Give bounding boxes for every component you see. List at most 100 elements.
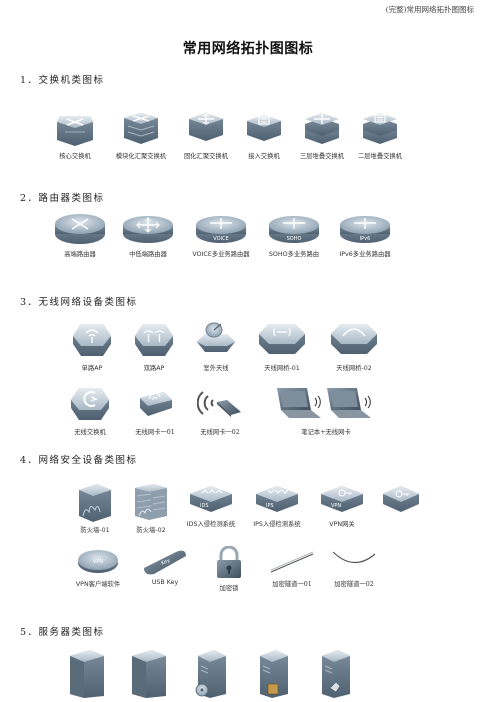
padlock-icon	[217, 546, 241, 578]
wireless-nic-01-icon	[140, 392, 172, 416]
caption: 模块化汇聚交换机	[115, 153, 167, 160]
encryption-device-icon	[383, 486, 419, 512]
ids-icon: IDS	[190, 486, 232, 512]
caption: 防火墙-02	[136, 527, 166, 534]
switch-icon-row: 核心交换机 模块化汇聚交换机 固化汇聚交换机 接入交换机	[46, 110, 406, 160]
caption: 加密隧道一01	[272, 581, 312, 588]
web-server-icon	[322, 650, 350, 698]
caption: 无线网卡一02	[200, 429, 240, 436]
caption: 天线网桥-02	[336, 365, 372, 372]
encrypted-tunnel-01: 加密隧道一01	[264, 546, 320, 592]
caption: 二层堆叠交换机	[357, 153, 403, 160]
vpn-gateway: VPN VPN网关	[312, 482, 372, 534]
vpn-client-badge: VPN	[93, 559, 103, 565]
document-title: 常用网络拓扑图图标	[182, 41, 314, 57]
caption: 加密锁	[219, 585, 239, 592]
section-heading-servers: 5．服务器类图标	[20, 627, 105, 638]
wireless-nic-02-icon	[197, 391, 241, 417]
caption: VOICE多业务路由器	[192, 251, 250, 258]
key-badge: Key	[160, 558, 171, 567]
antenna-bridge-01: 天线网桥-01	[250, 320, 314, 372]
caption: IPS入侵检测系统	[253, 521, 301, 528]
ids-badge: IDS	[200, 503, 209, 509]
caption: 室外天线	[203, 365, 229, 372]
voice-badge: VOICE	[213, 236, 228, 242]
rack-server-icon	[70, 650, 104, 698]
dual-ap-icon	[135, 324, 173, 356]
access-switch-icon	[247, 115, 281, 141]
caption: VPN客户端软件	[75, 581, 121, 588]
caption: 双路AP	[143, 365, 165, 372]
caption: USB Key	[151, 579, 179, 586]
outdoor-antenna-icon	[197, 322, 235, 352]
l2-stack-switch: 二层堆叠交换机	[354, 110, 406, 160]
caption: 中低端路由器	[129, 251, 167, 258]
usb-key-icon: Key	[144, 550, 186, 575]
encryption-device	[376, 482, 426, 534]
core-switch-icon	[57, 116, 93, 146]
vpn-gateway-icon: VPN	[321, 486, 363, 512]
fixed-switch-icon	[189, 113, 223, 141]
ids-system: IDS IDS入侵检测系统	[180, 482, 242, 534]
wireless-nic-02: 无线网卡一02	[192, 384, 248, 436]
voice-router-icon: VOICE	[196, 216, 246, 243]
ipv6-router-icon: IPv6	[340, 216, 390, 243]
security-row-2: VPN VPN客户端软件 Key USB Key 加密锁 加密隧道一01 加密隧…	[66, 546, 382, 592]
wireless-nic-01: 无线网卡一01	[126, 384, 184, 436]
caption: 核心交换机	[59, 153, 91, 160]
fixed-aggregation-switch: 固化汇聚交换机	[178, 110, 234, 160]
high-end-router-icon	[55, 214, 105, 244]
vpn-client-software: VPN VPN客户端软件	[66, 546, 130, 592]
caption: 无线网卡一01	[135, 429, 175, 436]
media-server-icon	[195, 650, 226, 698]
mid-low-end-router: 中低端路由器	[116, 212, 180, 258]
soho-router: SOHO SOHO多业务路由	[262, 212, 326, 258]
wireless-row-1: 单路AP 双路AP 室外天线 天线网桥-01	[66, 320, 386, 372]
l2-stack-switch-icon	[363, 113, 397, 144]
vpn-badge: VPN	[331, 503, 341, 509]
section-heading-security: 4．网络安全设备类图标	[20, 455, 138, 466]
core-switch: 核心交换机	[46, 110, 104, 160]
modular-aggregation-switch: 模块化汇聚交换机	[108, 110, 174, 160]
soho-badge: SOHO	[287, 236, 302, 242]
soho-router-icon: SOHO	[269, 216, 319, 243]
ips-system: IPS IPS入侵检测系统	[246, 482, 308, 534]
antenna-bridge-01-icon	[259, 324, 305, 354]
usb-key: Key USB Key	[136, 546, 194, 592]
firewall-02: 防火墙-02	[126, 482, 176, 534]
high-end-router: 高端路由器	[50, 212, 110, 258]
antenna-bridge-02: 天线网桥-02	[322, 320, 386, 372]
caption: 天线网桥-01	[264, 365, 300, 372]
mid-low-router-icon	[123, 216, 173, 243]
dual-ap: 双路AP	[126, 320, 182, 372]
router-icon-row: 高端路由器 中低端路由器 VOICE VOICE多业务路由器 SOHO S	[50, 212, 398, 258]
vpn-client-icon: VPN	[78, 550, 118, 573]
caption: 接入交换机	[248, 153, 280, 160]
firewall-01: 防火墙-01	[68, 482, 122, 534]
laptop-icon	[277, 388, 371, 418]
firewall-02-icon	[135, 484, 167, 520]
wireless-row-2: 无线交换机 无线网卡一01 无线网卡一02 笔记本+无线	[62, 384, 396, 436]
server-icon-row	[66, 648, 354, 698]
voice-router: VOICE VOICE多业务路由器	[186, 212, 256, 258]
caption: 单路AP	[81, 365, 103, 372]
caption: 笔记本+无线网卡	[301, 429, 351, 436]
l3-stack-switch-icon	[305, 113, 339, 144]
page-header: (完整)常用网络拓扑图图标	[385, 5, 474, 14]
ips-icon: IPS	[256, 486, 298, 512]
caption: 三层堆叠交换机	[299, 153, 345, 160]
section-heading-switches: 1．交换机类图标	[20, 75, 105, 86]
security-row-1: 防火墙-01 防火墙-02 IDS IDS入侵检测系统 IPS IPS入侵检测系…	[68, 482, 426, 534]
caption: 防火墙-01	[80, 527, 110, 534]
wireless-switch: 无线交换机	[62, 384, 118, 436]
caption: 高端路由器	[64, 251, 96, 258]
tunnel-02-icon	[332, 551, 376, 564]
caption: IDS入侵检测系统	[186, 521, 236, 528]
encryption-lock: 加密锁	[200, 546, 258, 592]
section-heading-wireless: 3．无线网络设备类图标	[20, 297, 138, 308]
single-ap: 单路AP	[66, 320, 118, 372]
modular-switch-icon	[124, 113, 158, 144]
caption: VPN网关	[329, 521, 355, 528]
caption: SOHO多业务路由	[268, 251, 320, 258]
encrypted-tunnel-02: 加密隧道一02	[326, 546, 382, 592]
